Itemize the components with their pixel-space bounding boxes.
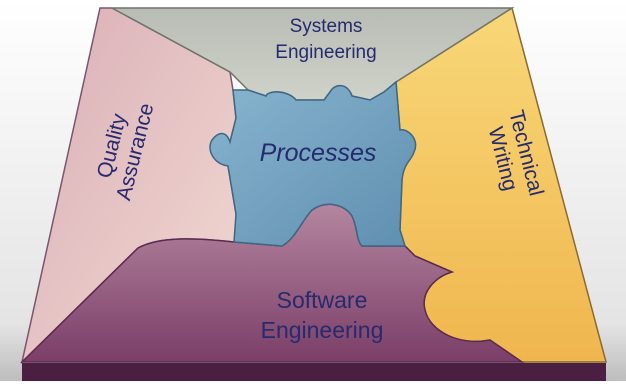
- puzzle-piece-processes: [209, 80, 417, 247]
- slab-front-edge: [22, 363, 606, 381]
- label-software: Software: [277, 287, 368, 313]
- label-software-engineering: Engineering: [261, 317, 384, 343]
- label-systems-engineering: Engineering: [275, 42, 376, 63]
- label-systems: Systems: [290, 16, 363, 37]
- label-processes: Processes: [260, 139, 377, 167]
